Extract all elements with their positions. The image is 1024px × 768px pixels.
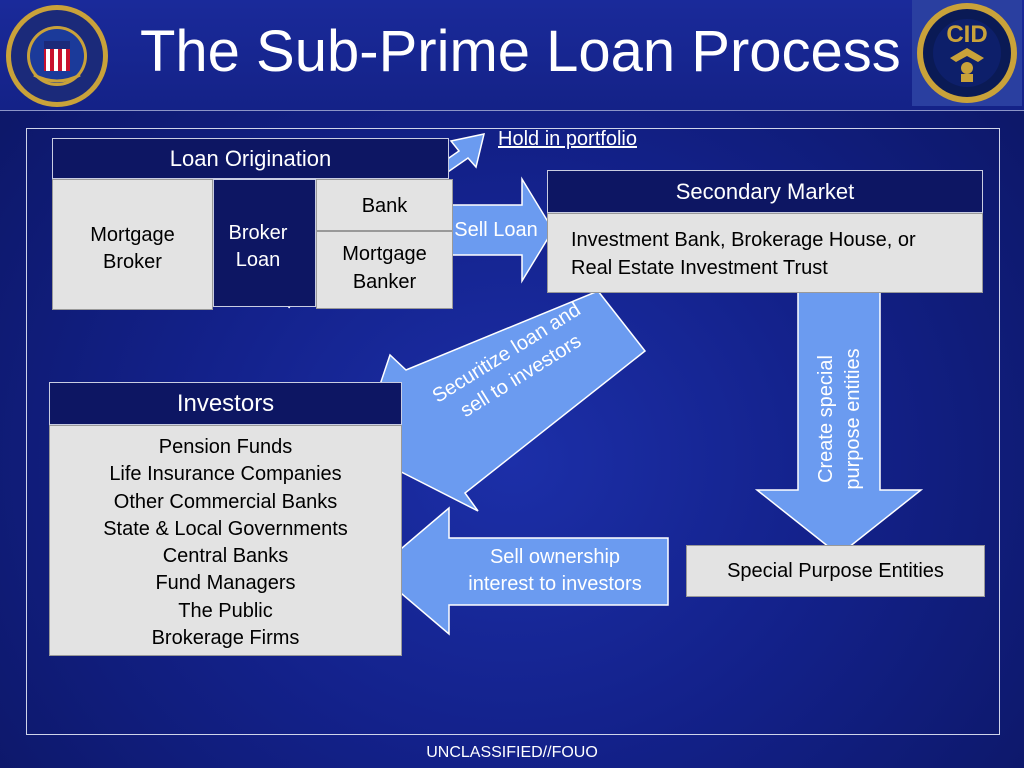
create-spe-line1: Create special bbox=[815, 355, 837, 483]
sell-ownership-line2: interest to investors bbox=[468, 573, 642, 595]
sell-ownership-line1: Sell ownership bbox=[489, 546, 621, 568]
cid-logo: CID bbox=[912, 0, 1022, 106]
origination-spacer bbox=[213, 179, 316, 307]
investor-item: Fund Managers bbox=[155, 572, 296, 595]
investors-box: Pension Funds Life Insurance Companies O… bbox=[49, 425, 402, 656]
mortgage-banker-box: Mortgage Banker bbox=[316, 231, 453, 309]
cid-logo-text: CID bbox=[946, 21, 987, 48]
classification-footer: UNCLASSIFIED//FOUO bbox=[426, 744, 598, 761]
mortgage-broker-line2: Broker bbox=[103, 251, 162, 273]
mortgage-banker-line2: Banker bbox=[352, 271, 417, 293]
mortgage-broker-box: Mortgage Broker bbox=[52, 179, 213, 310]
investors-title: Investors bbox=[176, 390, 275, 417]
sell-loan-label: Sell Loan bbox=[454, 219, 538, 241]
hold-in-portfolio-link[interactable]: Hold in portfolio bbox=[498, 128, 637, 150]
title-bar bbox=[0, 0, 1024, 111]
investors-header: Investors bbox=[49, 382, 402, 425]
loan-origination-title: Loan Origination bbox=[169, 146, 332, 171]
secondary-market-title: Secondary Market bbox=[675, 179, 855, 204]
bank-label: Bank bbox=[361, 195, 408, 217]
securitize-arrow bbox=[357, 290, 647, 512]
investor-item: Brokerage Firms bbox=[151, 627, 300, 650]
sell-ownership-arrow bbox=[373, 506, 669, 636]
secondary-market-line1: Investment Bank, Brokerage House, or bbox=[571, 229, 916, 251]
investor-item: Life Insurance Companies bbox=[109, 463, 342, 486]
broker-loan-line2: Loan bbox=[235, 249, 281, 271]
bank-box: Bank bbox=[316, 179, 453, 231]
special-purpose-entities-box: Special Purpose Entities bbox=[686, 545, 985, 597]
secondary-market-header: Secondary Market bbox=[547, 170, 983, 213]
investor-item: Central Banks bbox=[162, 545, 289, 568]
investor-item: The Public bbox=[178, 599, 273, 622]
create-spe-arrow bbox=[754, 287, 924, 556]
special-purpose-entities-label: Special Purpose Entities bbox=[727, 560, 944, 582]
broker-loan-line1: Broker bbox=[228, 222, 288, 244]
mortgage-broker-line1: Mortgage bbox=[90, 224, 175, 246]
secondary-market-box: Investment Bank, Brokerage House, or Rea… bbox=[547, 213, 983, 293]
create-spe-line2: purpose entities bbox=[842, 348, 864, 490]
content-frame bbox=[26, 128, 1000, 735]
sell-ownership-label: Sell ownership interest to investors bbox=[450, 544, 660, 598]
investor-item: Other Commercial Banks bbox=[113, 490, 338, 513]
mortgage-banker-line1: Mortgage bbox=[342, 243, 427, 265]
create-spe-label: Create special purpose entities bbox=[813, 319, 867, 519]
investor-item: Pension Funds bbox=[158, 436, 293, 458]
fbi-seal-logo bbox=[6, 5, 108, 107]
secondary-market-line2: Real Estate Investment Trust bbox=[571, 257, 828, 279]
investor-item: State & Local Governments bbox=[103, 517, 348, 540]
broker-loan-label: Broker Loan bbox=[210, 220, 306, 274]
page-title: The Sub-Prime Loan Process bbox=[140, 19, 901, 84]
loan-origination-header: Loan Origination bbox=[52, 138, 449, 179]
